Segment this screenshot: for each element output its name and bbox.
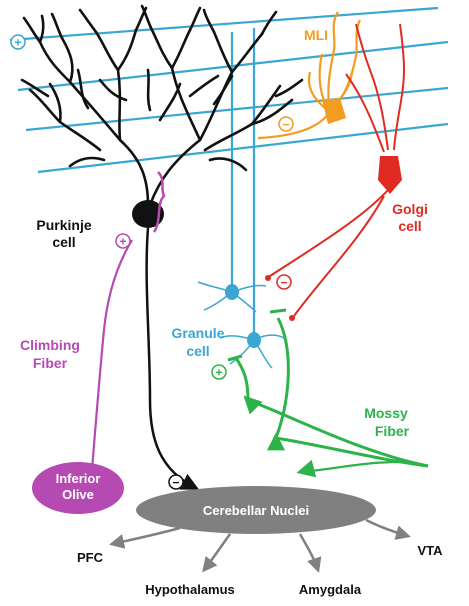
output-pfc: PFC [77,550,104,565]
mli-soma [322,98,346,124]
output-arrow-vta [365,518,411,540]
climbing-fiber-wrap [152,171,166,233]
inferior-olive [32,462,124,514]
cerebellar-nuclei [136,486,376,534]
granule-label-line2: cell [186,343,209,359]
golgi-terminal [289,315,295,321]
svg-text:+: + [119,235,126,249]
purkinje-dendrites [20,4,304,207]
svg-text:−: − [282,118,289,132]
parallel-fiber [37,122,449,174]
purkinje-axon [145,227,200,490]
climbing-fiber [90,239,133,471]
granule-soma [225,284,239,300]
mossy-synapse-bar [269,308,287,314]
purkinje-label-line2: cell [52,234,75,250]
output-amygdala: Amygdala [299,582,362,597]
purkinje-soma [132,200,164,228]
parallel-fiber [9,6,439,42]
output-vta: VTA [417,543,443,558]
granule-label-line1: Granule [172,325,225,341]
svg-text:+: + [215,366,222,380]
output-arrow-amygdala [298,533,322,573]
golgi-cell [269,23,406,317]
golgi-soma [378,156,402,194]
olive-label-line1: Inferior [56,471,101,486]
mossy-fiber-branch [299,460,401,474]
sign-parallel-fiber: + [10,34,26,50]
climbing-label-line2: Fiber [33,355,68,371]
sign-golgi: − [276,274,292,290]
climbing-label-line1: Climbing [20,337,80,353]
sign-climbing: + [115,233,131,249]
mossy-arrow [296,459,317,478]
svg-text:−: − [280,276,287,290]
mossy-fiber [247,398,429,468]
golgi-label-line1: Golgi [392,201,428,217]
olive-label-line2: Olive [62,487,94,502]
svg-text:+: + [14,36,21,50]
mossy-fiber [234,357,250,401]
nuclei-label: Cerebellar Nuclei [203,503,309,518]
mossy-label-line2: Fiber [375,423,410,439]
sign-mossy: + [211,364,227,380]
sign-mli: − [278,116,294,132]
sign-purkinje: − [168,474,184,490]
golgi-label-line2: cell [398,218,421,234]
output-arrow-hypothalamus [202,533,232,573]
nuclei-outputs [109,518,411,573]
granule-soma [247,332,261,348]
golgi-terminal [265,275,271,281]
output-arrow-pfc [109,526,181,549]
mossy-arrow [243,395,263,415]
output-hypothalamus: Hypothalamus [145,582,235,597]
mli-label: MLI [304,27,328,43]
svg-text:−: − [172,476,179,490]
mossy-label-line1: Mossy [364,405,408,421]
mossy-fibers [234,317,429,474]
mossy-synapse-bar [227,354,243,362]
purkinje-label-line1: Purkinje [36,217,91,233]
mossy-fiber [274,317,290,439]
